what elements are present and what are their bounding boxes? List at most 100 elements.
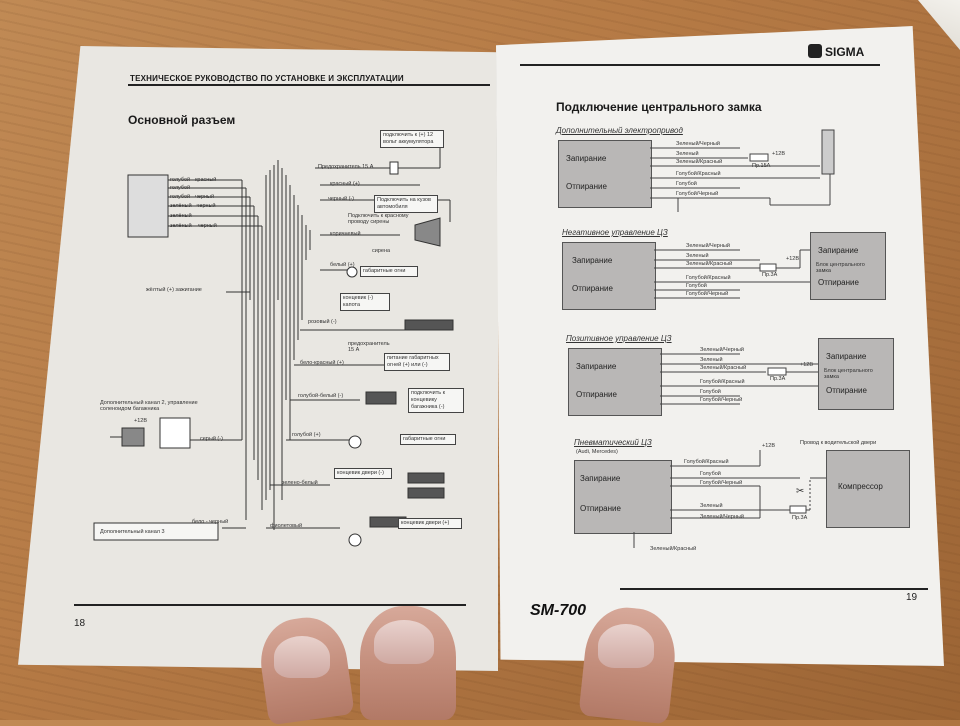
wire-label: Зеленый [686,253,709,259]
door-switch-plus-box: концевик двери (+) [398,518,462,529]
fingernail [598,624,654,668]
brown-wire-label: коричневый [330,231,361,237]
left-page-title: Основной разъем [128,113,236,127]
wire-label: зелёный – черный [170,223,217,229]
white-red-wire-label: бело-красный (+) [300,360,344,366]
fuse-label: Пр.3А [770,376,786,382]
green-white-wire-label: зелено-белый [282,480,318,486]
wire-label: Голубой/Красный [700,379,745,385]
wire-label: Голубой/Красный [676,171,721,177]
ignition-wire-label: жёлтый (+) зажигание [146,287,202,293]
fuse2-label: предохранитель 15 А [348,341,390,353]
right-header-rule [520,64,880,66]
wire-label: Зеленый [700,503,723,509]
unit-unlock-label: Отпирание [818,278,859,287]
fuse-label: Пр.15А [752,163,771,169]
section-title: Дополнительный электропривод [556,126,683,135]
model-name: SM-700 [530,602,587,619]
wire-label: Голубой/Красный [686,275,731,281]
unlock-label: Отпирание [580,504,621,513]
wire-label: Зеленый/Красный [700,365,747,371]
section-subtitle: (Audi, Mercedes) [576,449,618,455]
compressor-unit [826,450,910,528]
relay-block [568,348,662,416]
relay-block [562,242,656,310]
wire-label: Зеленый/Черный [700,514,744,520]
wire-label: голубой - черный [170,194,215,200]
power-box: подключить к (+) 12 вольт аккумулятора [380,130,444,148]
lock-label: Запирание [566,154,607,163]
wire-label: Зеленый/Черный [686,243,730,249]
wire-label: зелёный [170,213,192,219]
wire-label: Голубой/Красный [684,459,729,465]
wire-label: Зеленый/Красный [686,261,733,267]
lock-label: Запирание [572,256,613,265]
left-page-number: 18 [74,618,86,629]
white-wire-label: белый (+) [330,262,355,268]
parking-lights-box: габаритные огни [360,266,418,277]
lights-power-box: питание габаритных огней (+) или (-) [384,353,450,371]
central-lock-unit [810,232,886,300]
channel2-label: Дополнительный канал 2, управление солен… [100,400,198,412]
wire-label: Зеленый/Черный [676,141,720,147]
12v-label: +12В [762,443,775,449]
wire-label: Голубой/Черный [686,291,729,297]
white-black-wire-label: бело - черный [192,519,229,525]
wire-label: Зеленый [676,151,699,157]
fuse-label: Пр.3А [762,272,778,278]
section-title: Негативное управление ЦЗ [562,228,668,237]
wire-label: Голубой/Черный [700,480,743,486]
unit-label: Блок центрального замка [816,262,865,274]
black-wire-label: черный (-) [328,196,355,202]
relay-block [558,140,652,208]
sigma-logo: SIGMA [808,44,864,59]
wire-label: голубой - красный [170,177,217,183]
12v-label: +12В [134,418,147,424]
wire-label: Голубой/Черный [700,397,743,403]
left-footer-rule [74,604,466,606]
unit-unlock-label: Отпирание [826,386,867,395]
central-lock-unit [818,338,894,410]
parking-lights-box-2: габаритные огни [400,434,456,445]
fingernail [374,620,434,664]
trunk-switch-box: подключить к концевику багажника (-) [408,388,464,413]
body-box: Подключить на кузов автомобиля [374,195,438,213]
right-page-number: 19 [906,592,918,603]
left-header-rule [128,84,490,86]
wire-label: Голубой [700,389,721,395]
right-footer-rule [620,588,928,590]
unlock-label: Отпирание [566,182,607,191]
relay-block [574,460,672,534]
wire-label: Зеленый/Красный [676,159,723,165]
door-switch-minus-box: концевик двери (-) [334,468,392,479]
sigma-logo-icon [808,44,822,58]
pink-wire-label: розовый (-) [308,319,337,325]
unit-lock-label: Запирание [818,246,859,255]
lock-label: Запирание [576,362,617,371]
blue-white-wire-label: голубой-белый (-) [298,393,344,399]
logo-text: SIGMA [825,45,865,59]
12v-label: +12В [786,256,799,262]
wire-label: Голубой [676,181,697,187]
compressor-label: Компрессор [838,482,883,491]
unit-lock-label: Запирание [826,352,867,361]
unit-label: Блок центрального замка [824,368,873,380]
red-wire-label: красный (+) [330,181,360,187]
wire-label: Зеленый [700,357,723,363]
siren-wire-note: Подключить к красному проводу сирены [348,213,409,225]
grey-wire-label: серый (-) [200,436,223,442]
wire-label: Зеленый/Красный [650,546,697,552]
wire-label: Голубой/Черный [676,191,719,197]
wire-label: Зеленый/Черный [700,347,744,353]
driver-door-wire-label: Провод к водительской двери [800,440,877,446]
section-title: Позитивное управление ЦЗ [566,334,672,343]
wire-label: зелёный - черный [170,203,216,209]
wire-label: Голубой [686,283,707,289]
fuse-label: Пр.3А [792,515,808,521]
fuse-label: Предохранитель 15 А [318,164,374,170]
lock-label: Запирание [580,474,621,483]
section-title: Пневматический ЦЗ [574,438,652,447]
wire-label: голубой [170,185,191,191]
12v-label: +12В [800,362,813,368]
